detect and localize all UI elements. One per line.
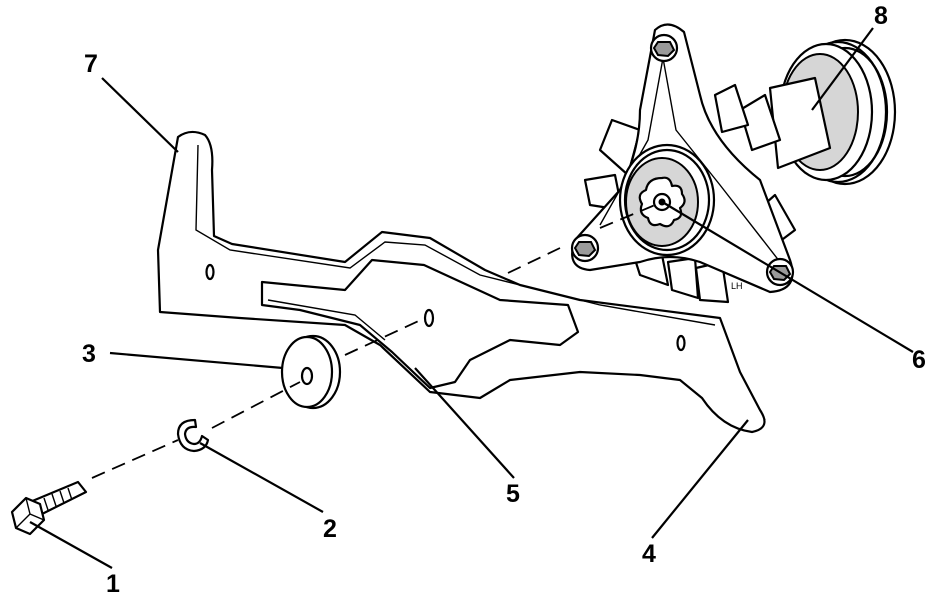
callout-6: 6	[912, 346, 926, 374]
assembly-centerline	[91, 204, 656, 479]
spindle-lh-marking: LH	[731, 281, 743, 291]
callout-5: 5	[506, 480, 520, 508]
housing-bolt	[649, 33, 679, 63]
blade-adapter	[260, 258, 580, 390]
spindle-hub	[618, 143, 716, 257]
leader-lines	[29, 27, 914, 569]
spacer-washer	[280, 334, 342, 410]
spindle-assembly: LH	[570, 23, 897, 304]
lock-washer	[176, 418, 210, 453]
housing-bolt	[570, 233, 600, 263]
adapter-hole	[423, 308, 435, 328]
blade-hole	[205, 263, 215, 281]
callout-3: 3	[82, 340, 96, 368]
callout-4: 4	[642, 540, 656, 568]
blade-hole	[676, 334, 686, 352]
callout-8: 8	[874, 2, 888, 30]
callout-2: 2	[323, 515, 337, 543]
callout-7: 7	[84, 50, 98, 78]
callout-1: 1	[106, 570, 120, 598]
blade-bolt	[10, 480, 88, 536]
